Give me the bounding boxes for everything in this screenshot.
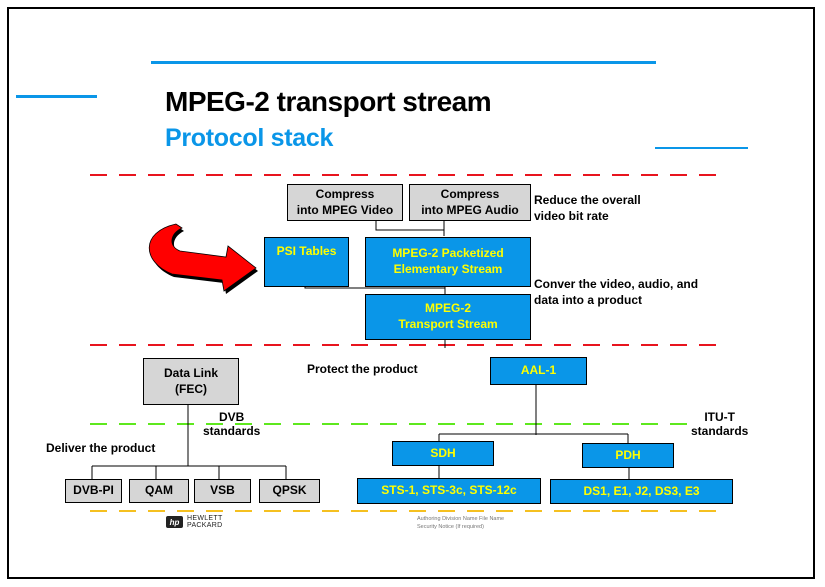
itu-standards-line2: standards bbox=[691, 423, 749, 438]
sdh-label: SDH bbox=[430, 445, 456, 460]
hp-logo: hp HEWLETT PACKARD bbox=[166, 515, 223, 530]
vsb-label: VSB bbox=[210, 483, 235, 498]
top-rule bbox=[151, 61, 656, 64]
dvb-standards-label: DVB standards bbox=[203, 410, 261, 439]
compress-audio-line2: into MPEG Audio bbox=[421, 202, 519, 217]
note-reduce: Reduce the overall video bit rate bbox=[534, 193, 641, 224]
pdh-rates-label: DS1, E1, J2, DS3, E3 bbox=[583, 483, 700, 498]
data-link-box: Data Link (FEC) bbox=[143, 358, 239, 405]
psi-tables-box: PSI Tables bbox=[264, 237, 349, 287]
compress-audio-box: Compress into MPEG Audio bbox=[409, 184, 531, 221]
psi-tables-label: PSI Tables bbox=[276, 244, 337, 258]
pdh-box: PDH bbox=[582, 443, 674, 468]
sdh-box: SDH bbox=[392, 441, 494, 466]
note-deliver: Deliver the product bbox=[46, 441, 156, 455]
qam-box: QAM bbox=[129, 479, 189, 503]
dvb-pi-label: DVB-PI bbox=[73, 483, 114, 498]
line-video-to-pes bbox=[375, 219, 444, 231]
pes-line1: MPEG-2 Packetized bbox=[392, 246, 504, 261]
note-reduce-line1: Reduce the overall bbox=[534, 193, 641, 207]
compress-audio-line1: Compress bbox=[440, 186, 500, 201]
pes-line2: Elementary Stream bbox=[393, 262, 503, 276]
itu-standards-line1: ITU-T bbox=[704, 410, 735, 424]
aal1-box: AAL-1 bbox=[490, 357, 587, 385]
pes-box: MPEG-2 Packetized Elementary Stream bbox=[365, 237, 531, 287]
dvb-standards-line2: standards bbox=[203, 423, 261, 438]
hp-logo-text-line1: HEWLETT bbox=[187, 515, 223, 522]
ts-line2: Transport Stream bbox=[398, 317, 498, 331]
transport-stream-box: MPEG-2 Transport Stream bbox=[365, 294, 531, 340]
note-convert: Conver the video, audio, and data into a… bbox=[534, 277, 698, 308]
data-link-line2: (FEC) bbox=[175, 381, 207, 396]
itu-standards-label: ITU-T standards bbox=[691, 410, 749, 439]
compress-video-line1: Compress bbox=[315, 186, 375, 201]
note-protect: Protect the product bbox=[307, 362, 418, 376]
slide-subtitle: Protocol stack bbox=[165, 124, 334, 152]
note-convert-line2: data into a product bbox=[534, 292, 642, 307]
hp-logo-text-line2: PACKARD bbox=[187, 522, 223, 530]
qpsk-box: QPSK bbox=[259, 479, 320, 503]
compress-video-box: Compress into MPEG Video bbox=[287, 184, 403, 221]
sdh-rates-label: STS-1, STS-3c, STS-12c bbox=[381, 483, 517, 498]
slide-frame bbox=[7, 7, 815, 579]
aal1-label: AAL-1 bbox=[520, 363, 557, 378]
sdh-rates-box: STS-1, STS-3c, STS-12c bbox=[357, 478, 541, 504]
footer-division-name: Authoring Division Name File Name bbox=[417, 516, 505, 522]
dvb-standards-line1: DVB bbox=[219, 410, 245, 424]
slide-title: MPEG-2 transport stream bbox=[165, 86, 492, 117]
curved-arrow-icon bbox=[148, 223, 258, 294]
qpsk-label: QPSK bbox=[272, 483, 307, 498]
qam-label: QAM bbox=[145, 483, 173, 498]
note-convert-line1: Conver the video, audio, and bbox=[534, 277, 699, 291]
footer-security-notice: Security Notice (If required) bbox=[417, 524, 484, 531]
vsb-box: VSB bbox=[194, 479, 251, 503]
right-rule bbox=[655, 147, 748, 149]
pdh-rates-box: DS1, E1, J2, DS3, E3 bbox=[550, 479, 733, 504]
hp-logo-text: HEWLETT PACKARD bbox=[187, 515, 223, 530]
ts-line1: MPEG-2 bbox=[424, 301, 471, 316]
hp-logo-icon: hp bbox=[166, 516, 183, 529]
left-rule bbox=[16, 95, 97, 98]
note-reduce-line2: video bit rate bbox=[534, 208, 609, 223]
pdh-label: PDH bbox=[615, 447, 641, 462]
footer-meta: Authoring Division Name File Name Securi… bbox=[417, 515, 504, 532]
data-link-line1: Data Link bbox=[163, 365, 218, 380]
compress-video-line2: into MPEG Video bbox=[296, 202, 394, 217]
dvb-pi-box: DVB-PI bbox=[65, 479, 122, 503]
